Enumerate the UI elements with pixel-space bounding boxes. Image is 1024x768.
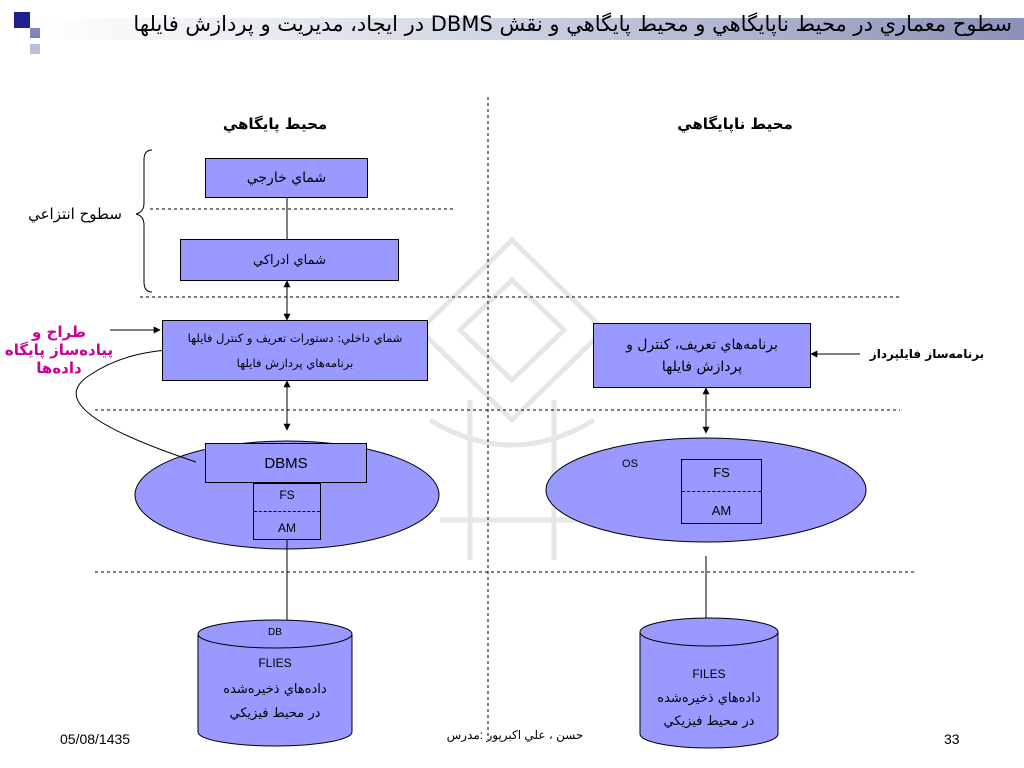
internal-schema-line1: شماي داخلي: دستورات تعريف و كنترل فايلها xyxy=(187,330,403,345)
files-cylinder-line1: FILES xyxy=(692,667,726,681)
files-cylinder-line2: داده‌هاي ذخيره‌شده xyxy=(657,691,761,706)
abstraction-brace xyxy=(135,149,153,293)
dbms-label: DBMS xyxy=(264,454,308,472)
external-schema-box: شماي خارجي xyxy=(205,158,368,198)
db-fs-label: FS xyxy=(279,488,295,503)
files-cylinder-line3: در محيط فيزيكي xyxy=(663,714,755,729)
db-env-heading: محيط پايگاهي xyxy=(222,115,328,133)
file-programs-box: برنامه‌هاي تعريف، كنترل و پردازش فايلها xyxy=(593,323,811,388)
db-cylinder-label: DB xyxy=(268,627,282,638)
designer-label-line1: طراح و xyxy=(32,323,86,341)
os-fs-am-box: FS AM xyxy=(681,459,762,524)
db-fs-am-box: FS AM xyxy=(253,483,321,540)
db-cylinder-line3: در محيط فيزيكي xyxy=(229,706,321,721)
os-am-label: AM xyxy=(711,502,732,518)
files-cylinder xyxy=(639,617,779,749)
header-square-light xyxy=(30,44,40,54)
db-cylinder xyxy=(197,619,353,747)
abstraction-levels-label: سطوح انتزاعي xyxy=(28,205,122,223)
footer-date: 05/08/1435 xyxy=(60,731,131,747)
header-square-light xyxy=(30,28,40,38)
conceptual-schema-box: شماي ادراكي xyxy=(180,239,399,281)
file-programs-line1: برنامه‌هاي تعريف، كنترل و xyxy=(626,336,778,353)
os-fs-label: FS xyxy=(713,465,730,481)
arrow-dbms-designer-curve xyxy=(75,345,197,463)
title-bar-gradient xyxy=(40,18,1024,40)
footer-author: حسن ، علي اكبرپور :مدرس xyxy=(446,728,584,742)
internal-schema-line2: برنامه‌هاي پردازش فايلها xyxy=(236,356,354,371)
conceptual-schema-label: شماي ادراكي xyxy=(253,252,326,268)
db-cylinder-line1: FLIES xyxy=(258,656,292,670)
db-cylinder-line2: داده‌هاي ذخيره‌شده xyxy=(223,682,327,697)
designer-label-line2: پياده‌ساز پايگاه xyxy=(4,341,114,359)
os-label: OS xyxy=(622,458,638,470)
designer-label-line3: داده‌ها xyxy=(36,359,82,377)
dbms-box: DBMS xyxy=(205,443,367,483)
db-am-label: AM xyxy=(278,520,296,535)
os-fs-am-divider xyxy=(682,490,761,492)
internal-schema-box: شماي داخلي: دستورات تعريف و كنترل فايلها… xyxy=(162,320,428,381)
file-programs-line2: پردازش فايلها xyxy=(661,358,743,375)
external-schema-label: شماي خارجي xyxy=(246,170,327,186)
non-db-env-heading: محيط ناپايگاهي xyxy=(677,115,793,133)
file-programmer-label: برنامه‌ساز فايلپرداز xyxy=(869,347,985,361)
db-fs-am-divider xyxy=(254,510,320,512)
slide-title: سطوح معماري در محيط ناپايگاهي و محيط پاي… xyxy=(133,12,1012,36)
header-square-dark xyxy=(14,12,30,28)
footer-page-number: 33 xyxy=(944,731,960,747)
